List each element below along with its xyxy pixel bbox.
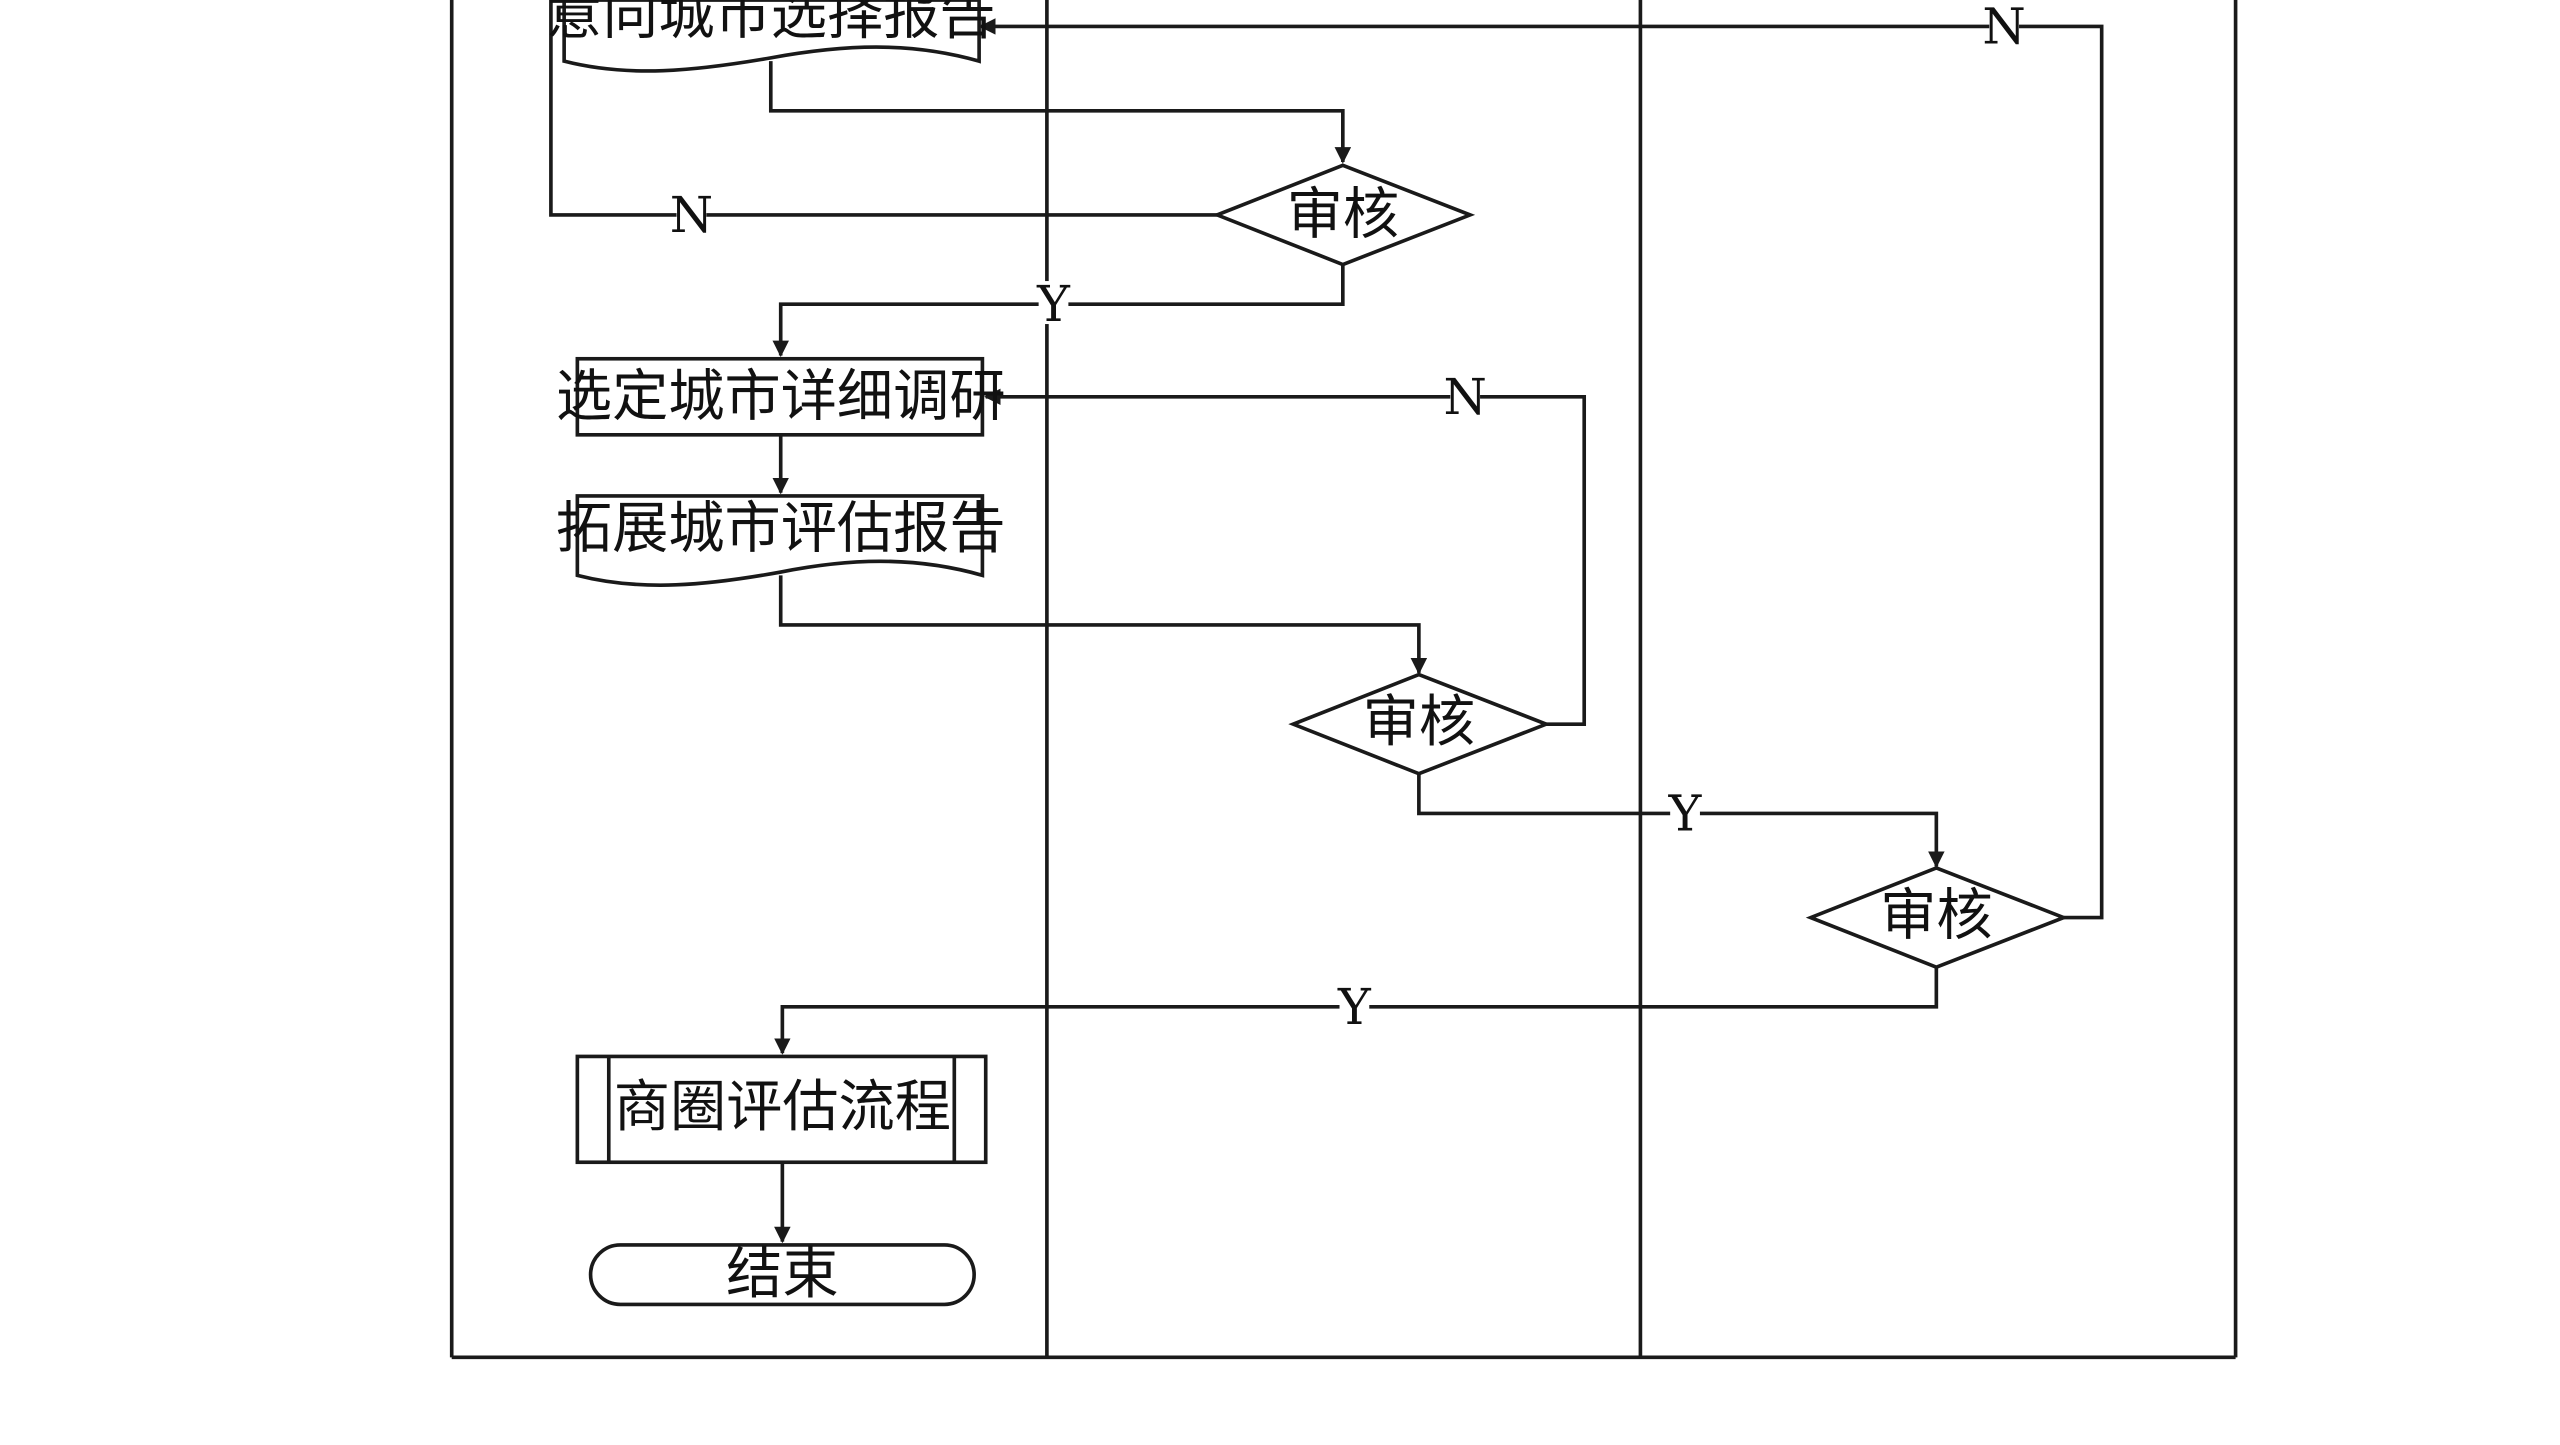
node-review-1-label: 审核	[1287, 182, 1399, 247]
edge-review-1-no	[549, 0, 1218, 217]
label-review-3-yes: Y	[1337, 978, 1372, 1036]
label-review-1-yes: Y	[1036, 275, 1071, 333]
node-review-3[interactable]: 审核	[1805, 866, 2069, 970]
node-review-1[interactable]: 审核	[1212, 163, 1476, 267]
node-expansion-report-label: 拓展城市评估报告	[556, 497, 1006, 562]
node-detailed-research-label: 选定城市详细调研	[556, 364, 1006, 429]
node-trade-area-process[interactable]: 商圈评估流程	[575, 1054, 988, 1165]
node-intent-city-report-label: 意向城市选择报告	[546, 0, 996, 47]
edge-report-to-review-2	[778, 575, 1428, 675]
node-review-3-label: 审核	[1880, 883, 1992, 948]
swimlane-frame	[449, 0, 2238, 1360]
node-review-2[interactable]: 审核	[1288, 672, 1552, 776]
edge-report-to-review-1	[768, 61, 1352, 164]
edge-review-3-no	[979, 18, 2104, 920]
label-review-1-no: N	[670, 186, 713, 244]
node-expansion-report[interactable]: 拓展城市评估报告	[556, 494, 1006, 587]
edge-review-2-no	[984, 388, 1587, 726]
label-review-2-yes: Y	[1668, 784, 1703, 842]
node-review-2-label: 审核	[1363, 690, 1475, 755]
node-intent-city-report[interactable]: 意向城市选择报告	[546, 0, 996, 73]
label-review-3-no: N	[1982, 0, 2025, 55]
label-review-2-no: N	[1443, 368, 1486, 426]
node-detailed-research[interactable]: 选定城市详细调研	[556, 356, 1006, 437]
node-end-label: 结束	[726, 1242, 838, 1307]
node-trade-area-process-label: 商圈评估流程	[614, 1075, 951, 1140]
node-end[interactable]: 结束	[588, 1242, 976, 1307]
edge-labels: N Y N Y N Y	[670, 0, 2026, 1036]
